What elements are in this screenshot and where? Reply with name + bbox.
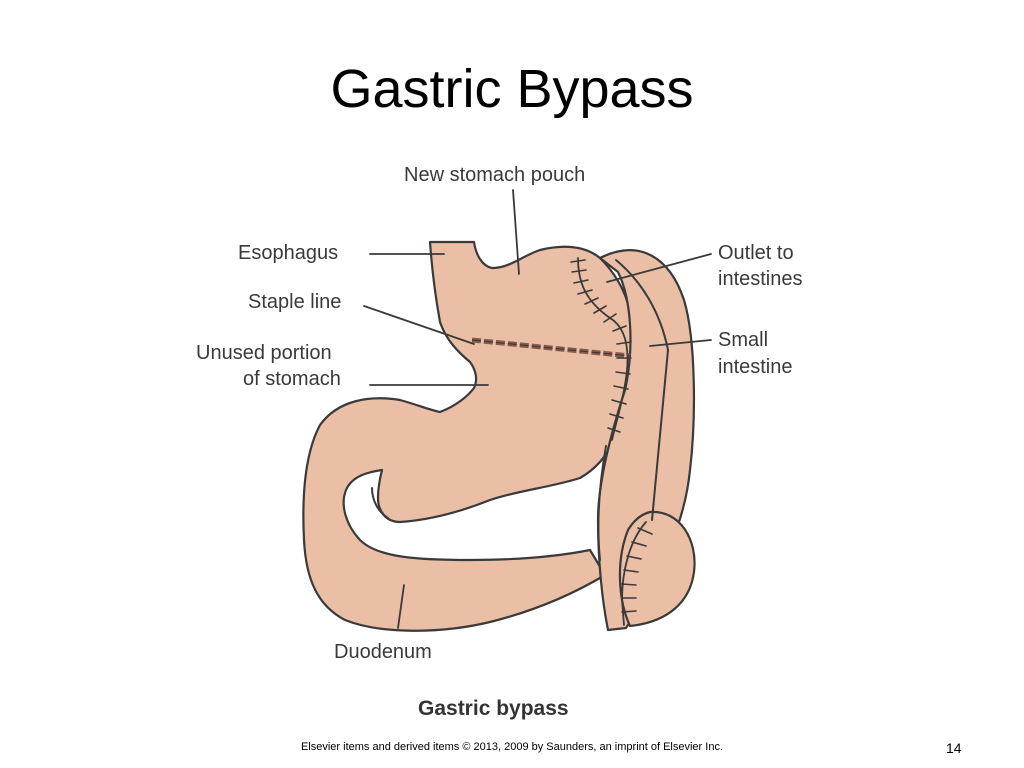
- anastomosis-loop-shape: [618, 510, 696, 628]
- page-number: 14: [946, 740, 962, 756]
- label-outlet-line1: Outlet to: [718, 242, 794, 264]
- stomach-shape: [302, 240, 634, 632]
- label-unused-portion-line1: Unused portion: [196, 342, 332, 364]
- diagram-caption: Gastric bypass: [418, 697, 569, 720]
- leader-lines: [363, 189, 712, 629]
- suture-marks: [570, 259, 653, 613]
- label-small-intestine-line1: Small: [718, 329, 769, 351]
- slide-title: Gastric Bypass: [330, 59, 694, 119]
- label-duodenum: Duodenum: [334, 641, 432, 663]
- label-new-stomach-pouch: New stomach pouch: [404, 164, 586, 186]
- label-esophagus: Esophagus: [238, 242, 339, 264]
- label-unused-portion-line2: of stomach: [243, 368, 341, 390]
- label-outlet-line2: intestines: [718, 268, 803, 290]
- copyright-footer: Elsevier items and derived items © 2013,…: [300, 741, 724, 753]
- label-staple-line: Staple line: [248, 291, 342, 313]
- label-small-intestine-line2: intestine: [718, 356, 793, 378]
